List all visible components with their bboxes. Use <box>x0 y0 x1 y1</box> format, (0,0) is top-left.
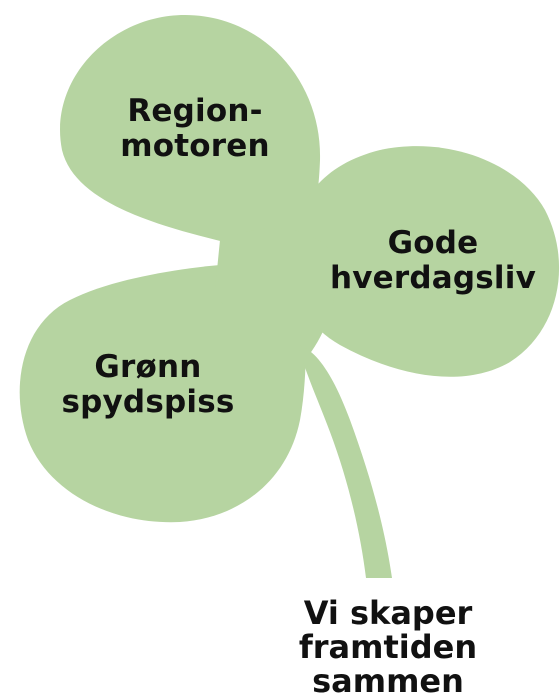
clover-leaf-right <box>290 146 560 377</box>
clover-center <box>215 228 336 363</box>
slogan-line3: sammen <box>312 662 464 700</box>
leaf-label-top-line1: Region- <box>127 93 263 129</box>
slogan-line2: framtiden <box>298 628 478 666</box>
leaf-label-right-line2: hverdagsliv <box>329 260 536 296</box>
clover-leaf-top <box>60 15 321 262</box>
clover-stem <box>298 345 392 578</box>
leaf-label-right-line1: Gode <box>387 225 479 261</box>
leaf-label-gronn-spydspiss: Grønn spydspiss <box>48 350 248 420</box>
slogan: Vi skaper framtiden sammen <box>268 596 508 698</box>
leaf-label-top-line2: motoren <box>120 128 270 164</box>
leaf-label-gode-hverdagsliv: Gode hverdagsliv <box>318 226 548 296</box>
leaf-label-region-motoren: Region- motoren <box>90 94 300 164</box>
leaf-label-left-line1: Grønn <box>94 349 202 385</box>
clover-leaf-left <box>19 261 306 523</box>
leaf-label-left-line2: spydspiss <box>61 384 235 420</box>
slogan-line1: Vi skaper <box>303 594 473 632</box>
clover-shape <box>19 15 560 578</box>
